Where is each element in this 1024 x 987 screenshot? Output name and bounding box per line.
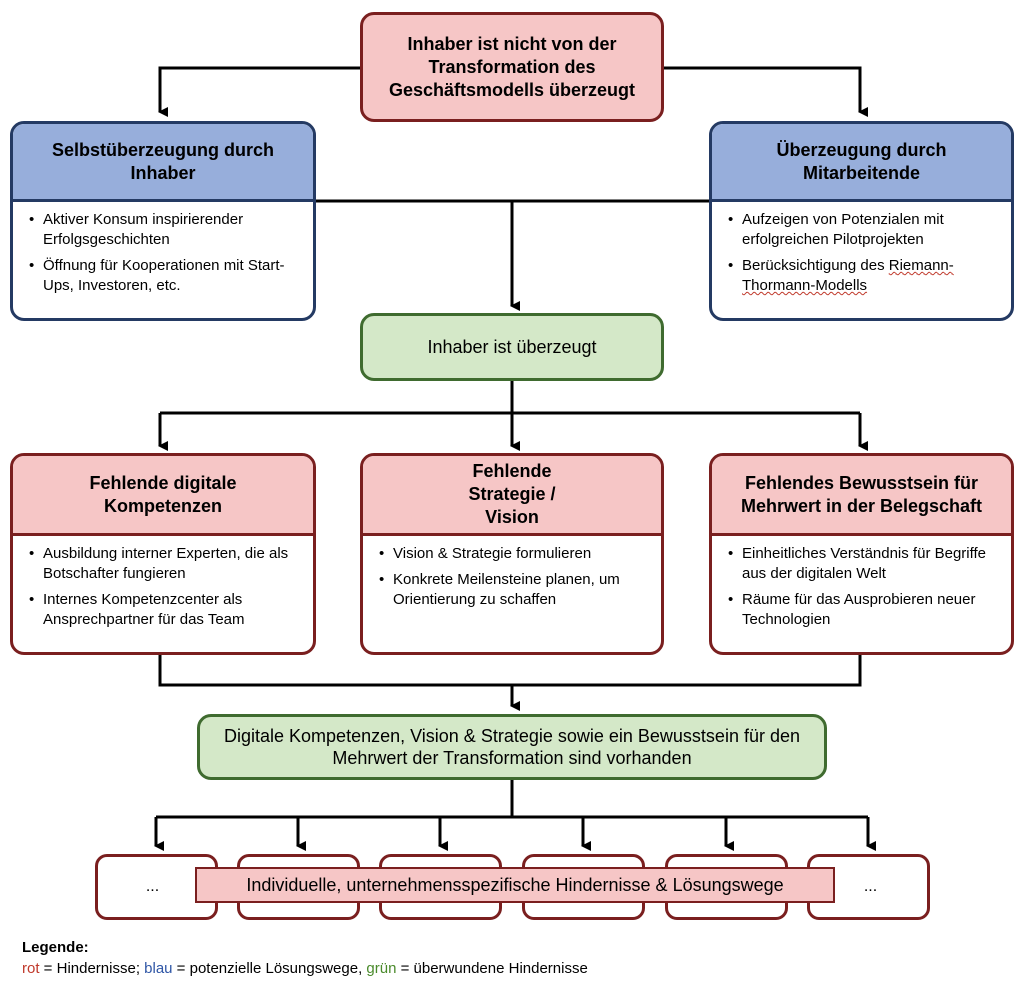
legend-red-text: = Hindernisse; bbox=[39, 960, 145, 977]
list-item: Konkrete Meilensteine planen, um Orienti… bbox=[379, 570, 647, 610]
digital-skills-box: Fehlende digitale Kompetenzen Ausbildung… bbox=[10, 453, 316, 655]
legend-line: rot = Hindernisse; blau = potenzielle Lö… bbox=[22, 958, 588, 979]
digital-skills-title: Fehlende digitale Kompetenzen bbox=[13, 456, 313, 536]
awareness-title: Fehlendes Bewusstsein für Mehrwert in de… bbox=[712, 456, 1011, 536]
list-item: Vision & Strategie formulieren bbox=[379, 544, 647, 564]
legend-red-word: rot bbox=[22, 960, 40, 977]
list-item-text: Berücksichtigung des bbox=[742, 257, 889, 274]
digital-skills-list: Ausbildung interner Experten, die als Bo… bbox=[13, 536, 313, 642]
legend-blue-text: = potenzielle Lösungswege, bbox=[172, 960, 367, 977]
individual-obstacles-banner: Individuelle, unternehmensspezifische Hi… bbox=[195, 867, 835, 903]
list-item: Öffnung für Kooperationen mit Start-Ups,… bbox=[29, 256, 299, 296]
list-item: Räume für das Ausprobieren neuer Technol… bbox=[728, 590, 997, 630]
owner-not-convinced-title: Inhaber ist nicht von der Transformation… bbox=[388, 33, 636, 100]
result-box: Digitale Kompetenzen, Vision & Strategie… bbox=[197, 714, 827, 780]
result-title: Digitale Kompetenzen, Vision & Strategie… bbox=[224, 726, 800, 768]
legend-green-text: = überwundene Hindernisse bbox=[396, 960, 588, 977]
list-item: Berücksichtigung des Riemann-Thormann-Mo… bbox=[728, 256, 997, 296]
legend-title: Legende: bbox=[22, 939, 89, 956]
ellipsis-text: ... bbox=[863, 878, 878, 895]
list-item: Ausbildung interner Experten, die als Bo… bbox=[29, 544, 299, 584]
list-item: Internes Kompetenzcenter als Ansprechpar… bbox=[29, 590, 299, 630]
employee-conviction-title: Überzeugung durch Mitarbeitende bbox=[712, 124, 1011, 202]
self-conviction-box: Selbstüberzeugung durch Inhaber Aktiver … bbox=[10, 121, 316, 321]
list-item: Aufzeigen von Potenzialen mit erfolgreic… bbox=[728, 210, 997, 250]
model-name: Riemann-Thormann-Modells bbox=[742, 257, 954, 294]
employee-conviction-box: Überzeugung durch Mitarbeitende Aufzeige… bbox=[709, 121, 1014, 321]
individual-obstacles-text: Individuelle, unternehmensspezifische Hi… bbox=[246, 874, 784, 895]
list-item: Aktiver Konsum inspirierender Erfolgsges… bbox=[29, 210, 299, 250]
ellipsis-text: ... bbox=[145, 878, 160, 895]
awareness-box: Fehlendes Bewusstsein für Mehrwert in de… bbox=[709, 453, 1014, 655]
legend-blue-word: blau bbox=[144, 960, 173, 977]
strategy-vision-title: Fehlende Strategie / Vision bbox=[363, 456, 661, 536]
self-conviction-list: Aktiver Konsum inspirierender Erfolgsges… bbox=[13, 202, 313, 308]
strategy-vision-box: Fehlende Strategie / Vision Vision & Str… bbox=[360, 453, 664, 655]
list-item: Einheitliches Verständnis für Begriffe a… bbox=[728, 544, 997, 584]
owner-convinced-title: Inhaber ist überzeugt bbox=[427, 336, 597, 357]
strategy-vision-list: Vision & Strategie formulieren Konkrete … bbox=[363, 536, 661, 622]
self-conviction-title: Selbstüberzeugung durch Inhaber bbox=[13, 124, 313, 202]
owner-not-convinced-box: Inhaber ist nicht von der Transformation… bbox=[360, 12, 664, 122]
legend: Legende: rot = Hindernisse; blau = poten… bbox=[22, 937, 588, 979]
owner-convinced-box: Inhaber ist überzeugt bbox=[360, 313, 664, 381]
awareness-list: Einheitliches Verständnis für Begriffe a… bbox=[712, 536, 1011, 642]
legend-green-word: grün bbox=[366, 960, 397, 977]
employee-conviction-list: Aufzeigen von Potenzialen mit erfolgreic… bbox=[712, 202, 1011, 308]
